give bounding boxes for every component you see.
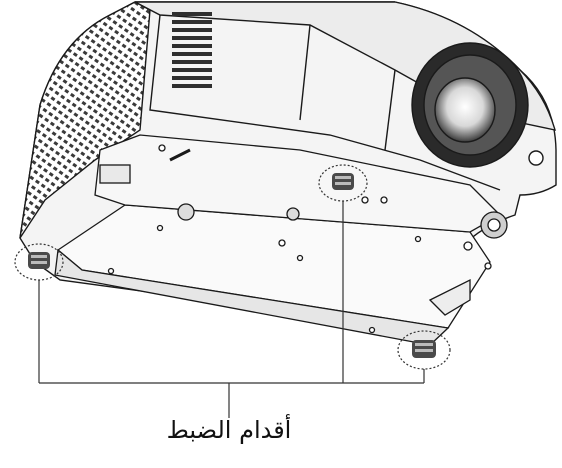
adjustment-foot-right (397, 330, 451, 370)
callout-label: أقدام الضبط (166, 416, 292, 444)
bottom-panel (54, 134, 508, 346)
lens-icon (411, 42, 529, 168)
callout-lines (38, 201, 425, 418)
